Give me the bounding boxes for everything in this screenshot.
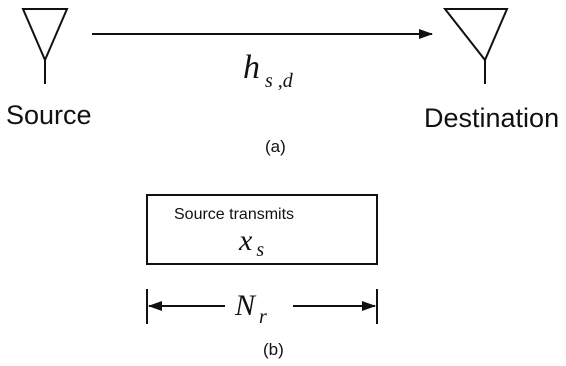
- panel-b: Source transmits x s N r (b): [146, 194, 378, 359]
- slot-description: Source transmits: [174, 206, 294, 223]
- channel-symbol: h: [243, 49, 260, 86]
- channel-subscript: s ,d: [265, 70, 294, 92]
- destination-antenna-icon: [442, 8, 509, 84]
- channel-label: h s ,d: [243, 49, 294, 92]
- duration-dimension: [146, 289, 378, 324]
- source-antenna-icon: [21, 8, 69, 84]
- caption-b: (b): [263, 340, 284, 359]
- caption-a: (a): [265, 137, 286, 156]
- source-label: Source: [6, 100, 92, 130]
- panel-a: h s ,d Source Destination (a): [6, 8, 559, 156]
- duration-label: N r: [234, 289, 267, 328]
- transmission-slot-box: [146, 194, 378, 265]
- duration-symbol: N: [234, 289, 257, 322]
- transmitted-symbol: x s: [238, 224, 264, 261]
- transmitted-symbol-subscript: s: [256, 239, 264, 261]
- duration-subscript: r: [259, 306, 267, 328]
- destination-label: Destination: [424, 103, 559, 133]
- transmitted-symbol-main: x: [238, 224, 253, 257]
